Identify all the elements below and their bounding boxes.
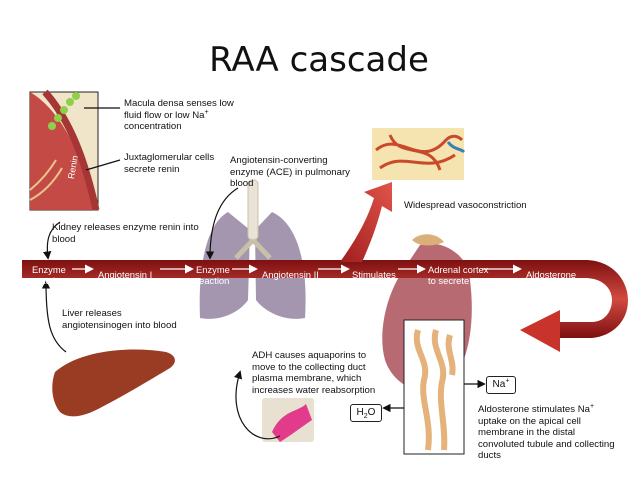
- juxtaglomerular-label: Juxtaglomerular cells secrete renin: [124, 152, 215, 175]
- leader-lines: [41, 107, 486, 440]
- diagram-title: RAA cascade: [209, 40, 429, 80]
- liver-releases-label: Liver releases angiotensinogen into bloo…: [62, 308, 177, 331]
- macula-densa-label: Macula densa senses low fluid flow or lo…: [124, 98, 234, 132]
- capillary-illustration: [372, 128, 466, 180]
- band-aldosterone: Aldosterone: [526, 269, 577, 280]
- lungs-illustration: [199, 179, 306, 319]
- sodium-box: Na+: [486, 376, 516, 394]
- ace-label: Angiotensin-converting enzyme (ACE) in p…: [230, 155, 350, 189]
- liver-illustration: [52, 349, 175, 417]
- band-enzyme-reaction-1: Enzyme reaction: [32, 264, 66, 286]
- band-angiotensin-1: Angiotensin I: [98, 269, 153, 280]
- aldosterone-stimulates-label: Aldosterone stimulates Na+ uptake on the…: [478, 402, 615, 461]
- collecting-duct-inset: [262, 398, 314, 442]
- adh-label: ADH causes aquaporins to move to the col…: [252, 350, 376, 396]
- water-box: H2O: [350, 404, 382, 422]
- kidney-inset: [29, 89, 100, 211]
- band-enzyme-reaction-2: Enzyme reaction: [196, 264, 230, 286]
- nephron-inset: [403, 319, 465, 455]
- kidney-releases-label: Kidney releases enzyme renin into blood: [52, 222, 199, 245]
- return-arrowhead: [520, 310, 560, 352]
- main-cascade-band: [22, 260, 628, 338]
- band-adrenal-cortex: Adrenal cortex to secrete: [428, 264, 489, 286]
- vasoconstriction-arrow: [340, 182, 392, 262]
- band-angiotensin-2: Angiotensin II: [262, 269, 319, 280]
- vasoconstriction-label: Widespread vasoconstriction: [404, 200, 527, 211]
- band-stimulates: Stimulates: [352, 269, 396, 280]
